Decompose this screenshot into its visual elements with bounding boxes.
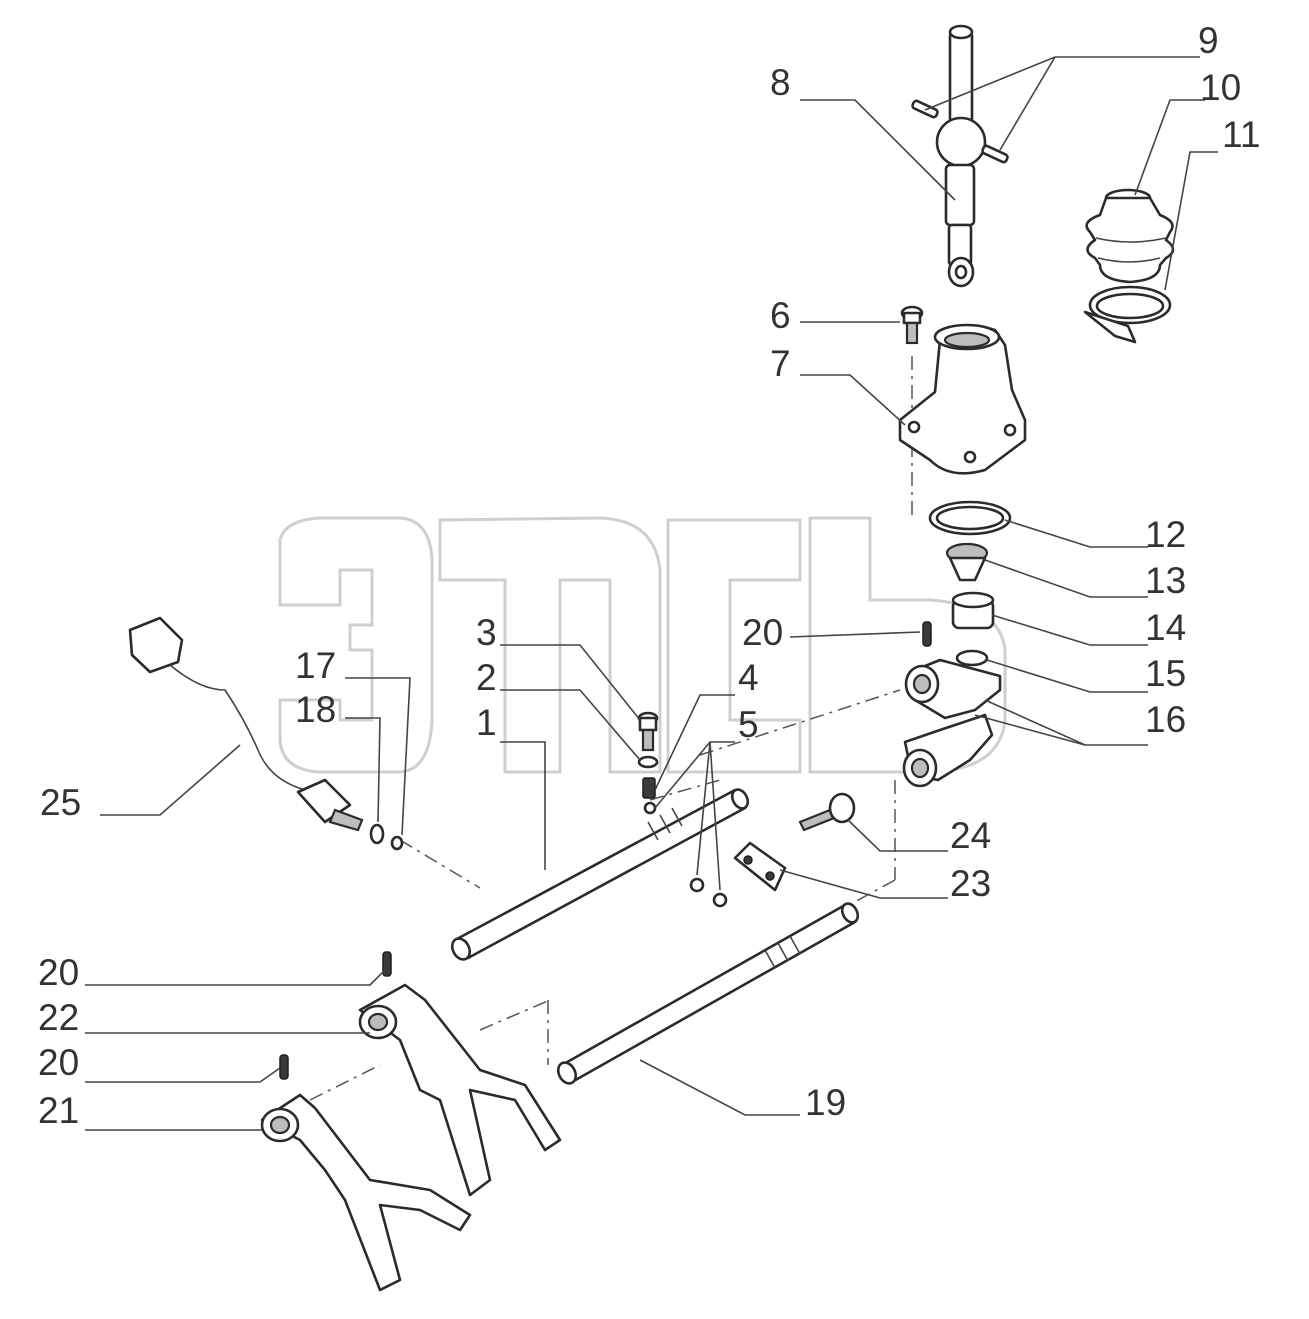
part-22-shift-fork (358, 983, 562, 1197)
part-20-pin-lower (279, 1054, 289, 1080)
part-15-o-ring (955, 649, 989, 667)
callout-15: 15 (1145, 653, 1186, 694)
part-1-selector-rail (450, 788, 750, 961)
callout-20-top: 20 (742, 612, 783, 653)
callout-13: 13 (1145, 560, 1186, 601)
part-3-bolt (637, 711, 659, 752)
part-16-selector-blocks (902, 658, 1002, 788)
callout-3: 3 (476, 612, 497, 653)
part-10-rubber-boot (1085, 188, 1175, 284)
part-12-gasket-ring (928, 500, 1012, 536)
part-11-hose-clamp (1083, 285, 1172, 344)
assembly-axes (309, 325, 913, 1101)
part-25-sensor (128, 616, 364, 832)
callout-7: 7 (770, 343, 791, 384)
callout-20-lower: 20 (38, 1042, 79, 1083)
callout-23: 23 (950, 863, 991, 904)
callout-16: 16 (1145, 699, 1186, 740)
callout-25: 25 (40, 782, 81, 823)
part-17-18-seals (369, 823, 404, 851)
callout-19: 19 (805, 1082, 846, 1123)
callout-1: 1 (476, 702, 497, 743)
callout-14: 14 (1145, 607, 1186, 648)
part-20-pin-top (922, 621, 932, 647)
callout-17: 17 (295, 645, 336, 686)
part-4-spring (642, 777, 656, 799)
callout-11: 11 (1222, 114, 1260, 155)
callout-6: 6 (770, 295, 791, 336)
part-23-plate (733, 841, 787, 892)
callout-24: 24 (950, 815, 991, 856)
part-20-pin-middle (382, 951, 392, 977)
part-13-spring-seat (945, 542, 989, 582)
callout-20-middle: 20 (38, 952, 79, 993)
callout-9: 9 (1198, 20, 1219, 61)
callout-18: 18 (295, 689, 336, 730)
callout-8: 8 (770, 62, 791, 103)
part-14-bushing (951, 591, 995, 630)
leader-lines (85, 56, 1218, 1131)
callout-12: 12 (1145, 514, 1186, 555)
part-21-shift-fork (260, 1093, 472, 1292)
part-24-bolt (798, 792, 856, 832)
callout-5: 5 (738, 704, 759, 745)
callout-21: 21 (38, 1090, 79, 1131)
part-6-bolt (900, 305, 924, 345)
callout-10: 10 (1200, 67, 1241, 108)
callout-4: 4 (738, 657, 759, 698)
part-2-washer (637, 755, 659, 769)
part-5-balls (643, 801, 728, 908)
callout-2: 2 (476, 657, 497, 698)
part-7-lever-housing (898, 323, 1027, 475)
part-19-rail (556, 902, 860, 1085)
part-9-pins (911, 99, 1009, 164)
callout-22: 22 (38, 997, 79, 1038)
part-8-gear-lever (935, 24, 987, 288)
callout-labels: 8 9 10 11 6 7 12 13 14 15 16 20 3 2 1 4 … (38, 20, 1260, 1131)
